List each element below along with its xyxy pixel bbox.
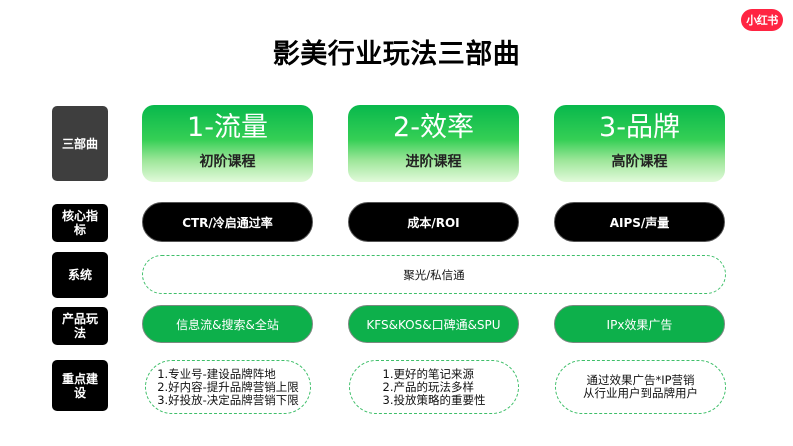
stage-course: 高阶课程 <box>611 154 668 170</box>
stage-course: 进阶课程 <box>405 154 462 170</box>
focus-line: 1.更好的笔记来源 <box>382 366 474 381</box>
focus-line: 3.投放策略的重要性 <box>382 392 486 407</box>
focus-line: 通过效果广告*IP营销 <box>586 373 695 387</box>
stage-title: 2-效率 <box>393 112 474 143</box>
stage-course: 初阶课程 <box>199 154 256 170</box>
stage-card-brand: 3-品牌 高阶课程 <box>554 105 725 182</box>
page-title: 影美行业玩法三部曲 <box>272 39 521 70</box>
row-label-metrics: 核心指标 <box>52 204 108 242</box>
system-label: 聚光/私信通 <box>403 267 465 282</box>
product-pill-ipx: IPx效果广告 <box>554 305 725 343</box>
stage-card-efficiency: 2-效率 进阶课程 <box>348 105 519 182</box>
stage-card-traffic: 1-流量 初阶课程 <box>142 105 313 182</box>
metric-pill-roi: 成本/ROI <box>348 202 519 242</box>
stage-title: 3-品牌 <box>599 112 680 143</box>
focus-box-brand: 通过效果广告*IP营销 从行业用户到品牌用户 <box>555 360 726 414</box>
row-label-system: 系统 <box>52 252 108 298</box>
stage-title: 1-流量 <box>187 112 268 143</box>
metric-pill-ctr: CTR/冷启通过率 <box>142 202 313 242</box>
focus-line: 2.好内容-提升品牌营销上限 <box>157 379 299 394</box>
focus-line: 从行业用户到品牌用户 <box>583 386 698 400</box>
xiaohongshu-logo: 小红书 <box>741 9 783 31</box>
metric-pill-aips: AIPS/声量 <box>554 202 725 242</box>
row-label-product: 产品玩法 <box>52 307 108 345</box>
product-pill-feed-search: 信息流&搜索&全站 <box>142 305 313 343</box>
focus-line: 2.产品的玩法多样 <box>382 379 474 394</box>
system-bar: 聚光/私信通 <box>142 255 726 294</box>
product-pill-kfs: KFS&KOS&口碑通&SPU <box>348 305 519 343</box>
focus-line: 1.专业号-建设品牌阵地 <box>157 366 276 381</box>
focus-box-traffic: 1.专业号-建设品牌阵地 2.好内容-提升品牌营销上限 3.好投放-决定品牌营销… <box>145 360 311 414</box>
row-label-stages: 三部曲 <box>52 106 108 181</box>
row-label-focus: 重点建设 <box>52 360 108 411</box>
focus-line: 3.好投放-决定品牌营销下限 <box>157 392 299 407</box>
focus-box-efficiency: 1.更好的笔记来源 2.产品的玩法多样 3.投放策略的重要性 <box>349 360 519 414</box>
